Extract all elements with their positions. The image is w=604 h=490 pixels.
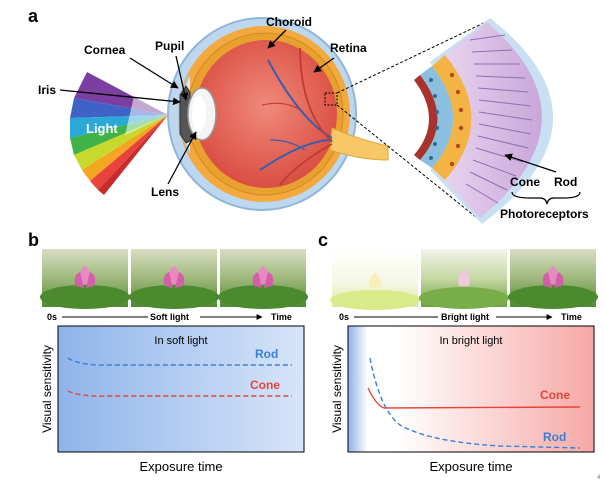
photoreceptor-brace	[511, 191, 581, 205]
photo-frame	[419, 249, 509, 309]
rod-series-label: Rod	[543, 430, 566, 444]
photo-frame	[330, 249, 420, 310]
chart-plot-area	[347, 325, 595, 453]
panel-c: c 0s Bright light Time	[318, 230, 598, 474]
panel-a: a Light	[28, 6, 589, 224]
cone-series-label: Cone	[540, 388, 570, 402]
cone-curve	[367, 387, 581, 409]
lens-arrow	[167, 131, 197, 185]
panel-b: b	[28, 230, 308, 474]
rod-curve	[67, 357, 292, 366]
cone-label: Cone	[510, 175, 540, 189]
photo-frame	[508, 249, 598, 309]
chart-plot-area	[57, 325, 305, 453]
timeline-start: 0s	[339, 312, 349, 322]
y-axis-label: Visual sensitivity	[40, 345, 54, 433]
cornea-label: Cornea	[84, 43, 126, 57]
timeline-label: Soft light	[150, 312, 189, 322]
x-axis-label: Exposure time	[139, 459, 222, 474]
page-mark: 4	[597, 475, 601, 481]
timeline-end: Time	[271, 312, 292, 322]
light-spectrum	[70, 72, 168, 195]
lens-label: Lens	[151, 185, 179, 199]
retina-label: Retina	[330, 41, 367, 55]
cone-series-label: Cone	[250, 378, 280, 392]
choroid-arrow	[267, 29, 287, 49]
timeline-label: Bright light	[441, 312, 489, 322]
panel-c-letter: c	[318, 230, 328, 250]
iris-label: Iris	[38, 83, 56, 97]
rod-label: Rod	[554, 175, 577, 189]
photo-frame	[218, 249, 308, 309]
zoom-line-bottom	[336, 104, 483, 223]
zoom-line-top	[336, 19, 491, 94]
rod-curve	[369, 357, 581, 449]
retina-arrow	[313, 57, 335, 73]
panel-a-letter: a	[28, 6, 39, 26]
photo-frame	[129, 249, 219, 309]
photo-frame	[40, 249, 130, 309]
timeline-end: Time	[561, 312, 582, 322]
rod-arrow	[504, 153, 557, 173]
timeline-start: 0s	[47, 312, 57, 322]
retina-detail	[414, 18, 554, 224]
cornea-arrow	[129, 57, 179, 89]
soft-light-photos	[40, 249, 308, 309]
x-axis-label: Exposure time	[429, 459, 512, 474]
photoreceptors-label: Photoreceptors	[500, 207, 589, 221]
choroid-label: Choroid	[266, 15, 312, 29]
chart-title: In bright light	[440, 335, 503, 347]
chart-title: In soft light	[154, 335, 207, 347]
iris-arrow	[59, 89, 181, 106]
bright-light-photos	[330, 249, 598, 310]
pupil-label: Pupil	[155, 39, 184, 53]
light-label: Light	[86, 121, 118, 136]
rod-series-label: Rod	[255, 347, 278, 361]
cone-curve	[67, 390, 292, 397]
y-axis-label: Visual sensitivity	[330, 345, 344, 433]
panel-b-letter: b	[28, 230, 39, 250]
pupil-arrow	[175, 55, 189, 101]
